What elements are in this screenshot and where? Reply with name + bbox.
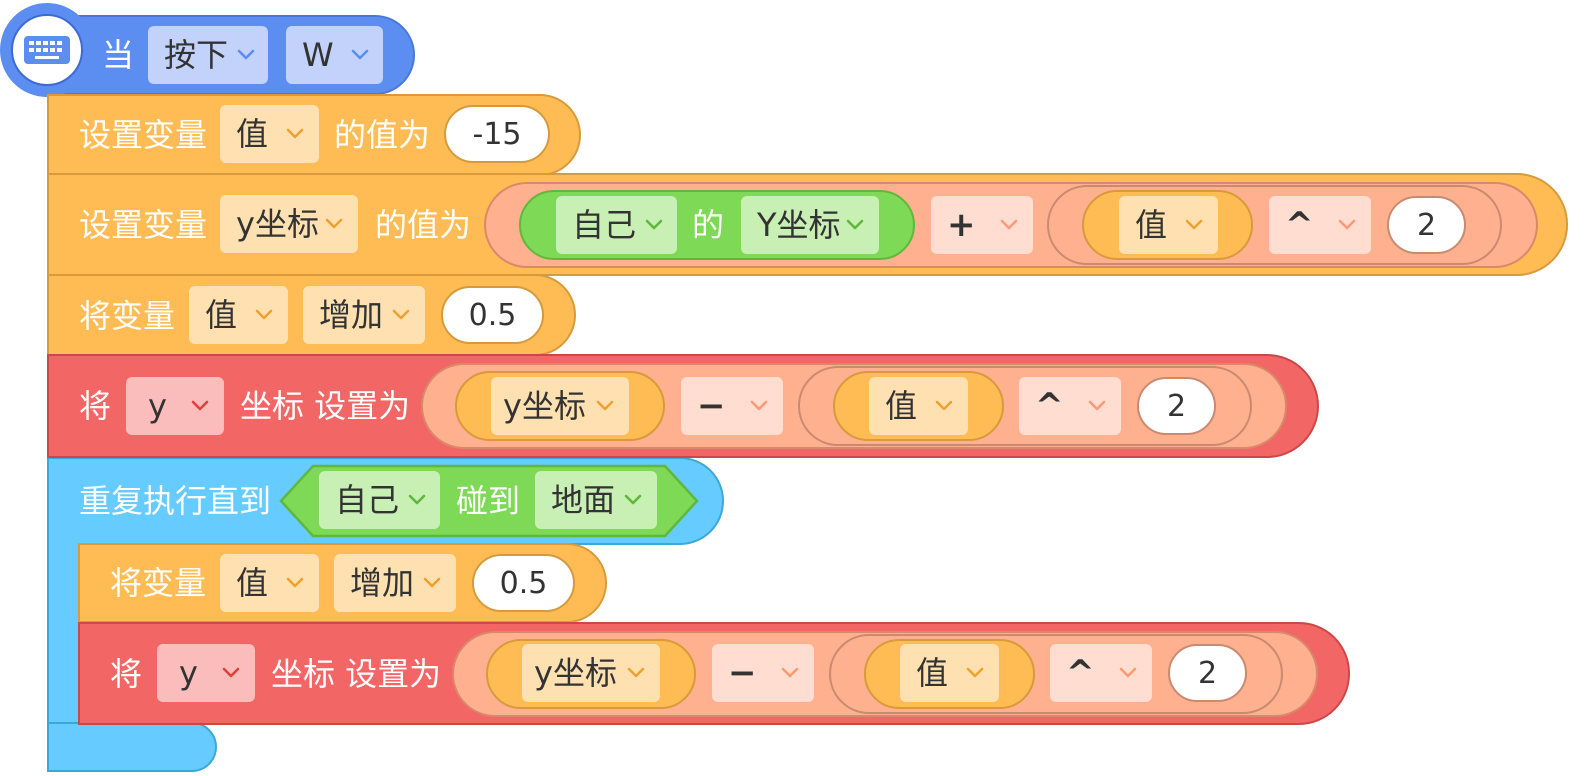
set-coordinate-label: 将 [110, 655, 143, 693]
chevron-down-icon [348, 43, 372, 67]
change-variable-label: 将变量 [110, 564, 207, 602]
exponent-input[interactable]: 2 [1387, 196, 1466, 254]
key-name-dropdown[interactable]: W [286, 26, 383, 84]
variable-dropdown[interactable]: y坐标 [220, 195, 358, 253]
chevron-down-icon [1335, 213, 1359, 237]
chevron-down-icon [1116, 661, 1140, 685]
change-action-dropdown[interactable]: 增加 [334, 554, 456, 612]
chevron-down-icon [1085, 394, 1109, 418]
coordinate-set-to-label: 坐标 设置为 [271, 655, 442, 693]
touching-label: 碰到 [456, 482, 521, 520]
chevron-down-icon [188, 394, 212, 418]
variable-dropdown[interactable]: 值 [220, 105, 319, 163]
target-sprite-dropdown[interactable]: 自己 [556, 196, 677, 254]
chevron-down-icon [219, 661, 243, 685]
chevron-down-icon [283, 122, 307, 146]
chevron-down-icon [747, 394, 771, 418]
coordinate-set-to-label: 坐标 设置为 [240, 387, 411, 425]
operator-dropdown[interactable]: ^ [1269, 196, 1371, 254]
operator-dropdown[interactable]: − [712, 644, 814, 702]
variable-dropdown[interactable]: 值 [189, 286, 288, 344]
keyboard-icon [24, 36, 70, 64]
value-is-label: 的值为 [334, 116, 431, 154]
of-label: 的 [692, 206, 725, 244]
chevron-down-icon [642, 213, 666, 237]
repeat-until-foot [47, 722, 217, 772]
change-variable-label: 将变量 [79, 297, 176, 335]
touch-object-dropdown[interactable]: 地面 [535, 471, 657, 529]
variable-dropdown[interactable]: y坐标 [491, 377, 629, 435]
change-amount-input[interactable]: 0.5 [472, 554, 575, 612]
exponent-input[interactable]: 2 [1168, 644, 1247, 702]
repeat-until-label: 重复执行直到 [79, 482, 272, 520]
chevron-down-icon [234, 43, 258, 67]
chevron-down-icon [624, 661, 648, 685]
set-variable-label: 设置变量 [79, 116, 208, 154]
set-coordinate-label: 将 [79, 387, 112, 425]
chevron-down-icon [778, 661, 802, 685]
chevron-down-icon [843, 213, 867, 237]
chevron-down-icon [405, 488, 429, 512]
operator-dropdown[interactable]: + [931, 196, 1033, 254]
variable-dropdown[interactable]: y坐标 [522, 644, 660, 702]
operator-dropdown[interactable]: − [681, 377, 783, 435]
chevron-down-icon [963, 661, 987, 685]
variable-dropdown[interactable]: 值 [1119, 196, 1218, 254]
axis-dropdown[interactable]: y [126, 377, 224, 435]
chevron-down-icon [283, 571, 307, 595]
event-icon-circle [11, 14, 83, 86]
operator-dropdown[interactable]: ^ [1050, 644, 1152, 702]
event-when-label: 当 [102, 36, 135, 74]
value-is-label: 的值为 [375, 206, 472, 244]
chevron-down-icon [322, 212, 346, 236]
chevron-down-icon [252, 303, 276, 327]
variable-dropdown[interactable]: 值 [220, 554, 319, 612]
set-variable-label: 设置变量 [79, 206, 208, 244]
chevron-down-icon [621, 488, 645, 512]
change-amount-input[interactable]: 0.5 [441, 286, 544, 344]
chevron-down-icon [997, 213, 1021, 237]
key-action-dropdown[interactable]: 按下 [148, 26, 268, 84]
chevron-down-icon [593, 394, 617, 418]
chevron-down-icon [420, 571, 444, 595]
chevron-down-icon [1182, 213, 1206, 237]
variable-dropdown[interactable]: 值 [900, 644, 999, 702]
value-input[interactable]: -15 [444, 105, 550, 163]
exponent-input[interactable]: 2 [1137, 377, 1216, 435]
operator-dropdown[interactable]: ^ [1019, 377, 1121, 435]
axis-dropdown[interactable]: y [157, 644, 255, 702]
chevron-down-icon [932, 394, 956, 418]
chevron-down-icon [389, 303, 413, 327]
variable-dropdown[interactable]: 值 [869, 377, 968, 435]
property-dropdown[interactable]: Y坐标 [741, 196, 879, 254]
target-sprite-dropdown[interactable]: 自己 [319, 471, 440, 529]
change-action-dropdown[interactable]: 增加 [303, 286, 425, 344]
repeat-until-arm [47, 540, 81, 740]
